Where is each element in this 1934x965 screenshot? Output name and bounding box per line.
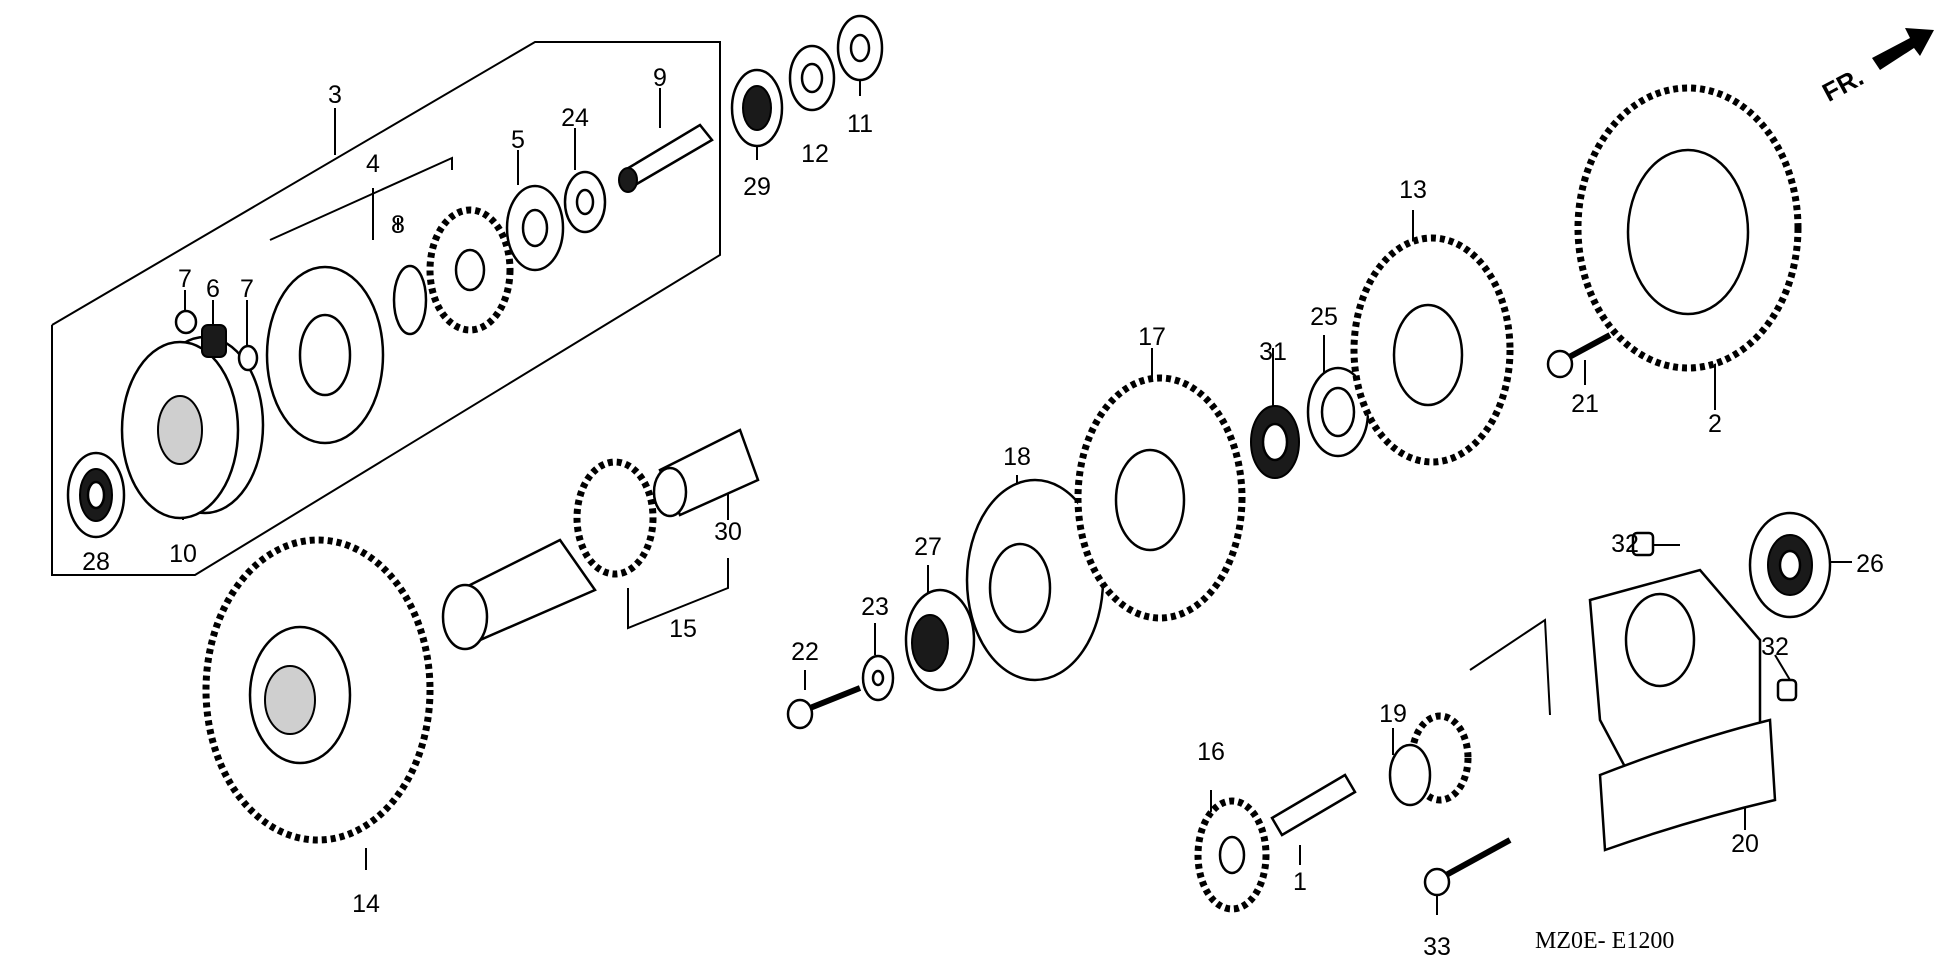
part-22-bolt (786, 685, 862, 730)
part-29-bearing (730, 68, 784, 148)
callout-7: 7 (178, 265, 192, 293)
callout-24: 24 (561, 104, 589, 132)
group-3-boundary (51, 41, 721, 576)
part-7-cap-b (237, 344, 259, 372)
part-21-bolt (1546, 332, 1612, 379)
callout-labels: 1 2 3 4 5 6 7 7 8 9 10 11 12 13 14 15 16… (82, 64, 1884, 961)
callout-16: 16 (1197, 738, 1225, 766)
part-24-washer (563, 170, 607, 234)
part-33-bolt (1423, 837, 1512, 897)
part-14-gear (202, 536, 434, 844)
part-9-shaft (618, 123, 714, 193)
callout-11: 11 (847, 110, 873, 138)
part-23-washer (861, 654, 895, 702)
callout-12: 12 (801, 140, 829, 168)
part-30-collar (652, 428, 760, 518)
part-31-needle-bearing (1250, 405, 1300, 479)
callout-32-second: 32 (1761, 633, 1789, 661)
callout-1: 1 (1293, 868, 1307, 896)
callout-19: 19 (1379, 700, 1407, 728)
part-28-bearing (66, 451, 126, 539)
callout-4: 4 (366, 150, 380, 178)
callout-23: 23 (861, 593, 889, 621)
callout-25: 25 (1310, 303, 1338, 331)
callout-10: 10 (169, 540, 197, 568)
part-6-spring (201, 324, 227, 358)
callout-2: 2 (1708, 410, 1722, 438)
callout-27: 27 (914, 533, 942, 561)
group-4-boundary (269, 156, 453, 241)
part-11-cap (836, 14, 884, 82)
callout-9: 9 (653, 64, 667, 92)
part-15-shaft (441, 458, 657, 651)
callout-14: 14 (352, 890, 380, 918)
part-10-clutch-housing (120, 335, 265, 520)
callout-21: 21 (1571, 390, 1599, 418)
part-sprocket-small (426, 206, 514, 334)
group-15-bracket (627, 558, 729, 630)
callout-28: 28 (82, 548, 110, 576)
part-8-circlip (392, 264, 428, 336)
callout-3: 3 (328, 81, 342, 109)
part-17-gear (1074, 374, 1246, 622)
callout-17: 17 (1138, 323, 1166, 351)
callout-18: 18 (1003, 443, 1031, 471)
callout-13: 13 (1399, 176, 1427, 204)
part-12-washer (788, 44, 836, 112)
part-32-dowel-b (1776, 678, 1798, 702)
callout-32: 32 (1611, 530, 1639, 558)
callout-20: 20 (1731, 830, 1759, 858)
part-18-flange (965, 478, 1105, 682)
diagram-code: MZ0E- E1200 (1535, 928, 1674, 954)
part-16-gear (1194, 797, 1270, 913)
callout-5: 5 (511, 126, 525, 154)
group-20-boundary (1469, 618, 1551, 716)
front-label: FR. (1817, 61, 1868, 107)
part-5-washer (505, 184, 565, 272)
callout-8: 8 (391, 211, 405, 239)
callout-7-second: 7 (240, 275, 254, 303)
callout-26: 26 (1856, 550, 1884, 578)
callout-22: 22 (791, 638, 819, 666)
part-19-gear (1388, 712, 1472, 807)
callout-30: 30 (714, 518, 742, 546)
part-26-bearing (1748, 511, 1832, 619)
part-2-ring-gear (1574, 84, 1802, 372)
callout-15: 15 (669, 615, 697, 643)
callout-31: 31 (1259, 338, 1287, 366)
part-20-housing (1588, 568, 1777, 852)
part-13-gear (1350, 234, 1514, 466)
callout-29: 29 (743, 173, 771, 201)
part-7-cap-a (174, 309, 198, 335)
part-32-dowel-a (1631, 531, 1655, 557)
part-1-pin (1270, 773, 1357, 837)
callout-33: 33 (1423, 933, 1451, 961)
front-arrow-icon (1872, 28, 1934, 70)
callout-6: 6 (206, 275, 220, 303)
part-4-clutch-plate (265, 265, 385, 445)
part-25-washer (1306, 366, 1370, 458)
part-27-bearing (904, 588, 976, 692)
